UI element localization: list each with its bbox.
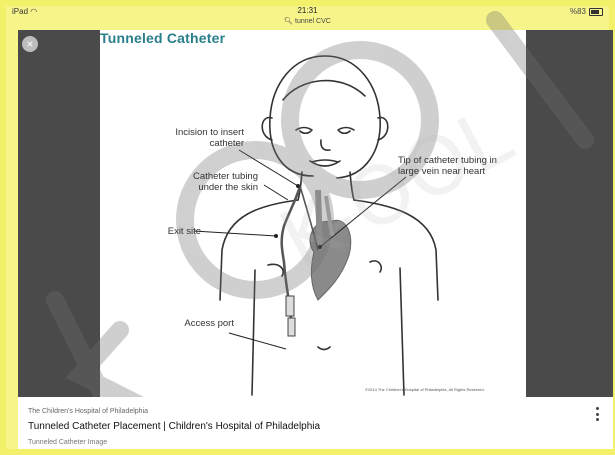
more-vertical-icon: [596, 407, 599, 410]
label-exit-site: Exit site: [149, 226, 201, 237]
label-catheter-tip: Tip of catheter tubing in large vein nea…: [398, 155, 508, 177]
label-tubing: Catheter tubing under the skin: [172, 171, 258, 193]
label-incision: Incision to insert catheter: [164, 127, 244, 149]
more-options-button[interactable]: [592, 405, 602, 423]
result-source[interactable]: The Children's Hospital of Philadelphia: [28, 408, 148, 415]
result-title[interactable]: Tunneled Catheter Placement | Children's…: [28, 421, 320, 432]
label-access-port: Access port: [164, 318, 234, 329]
image-title: Tunneled Catheter: [100, 30, 225, 46]
image-copyright: ©2014 The Children's Hospital of Philade…: [365, 387, 485, 392]
watermark-text: K-OOL: [265, 89, 526, 287]
result-subtitle: Tunneled Catheter Image: [28, 439, 107, 446]
